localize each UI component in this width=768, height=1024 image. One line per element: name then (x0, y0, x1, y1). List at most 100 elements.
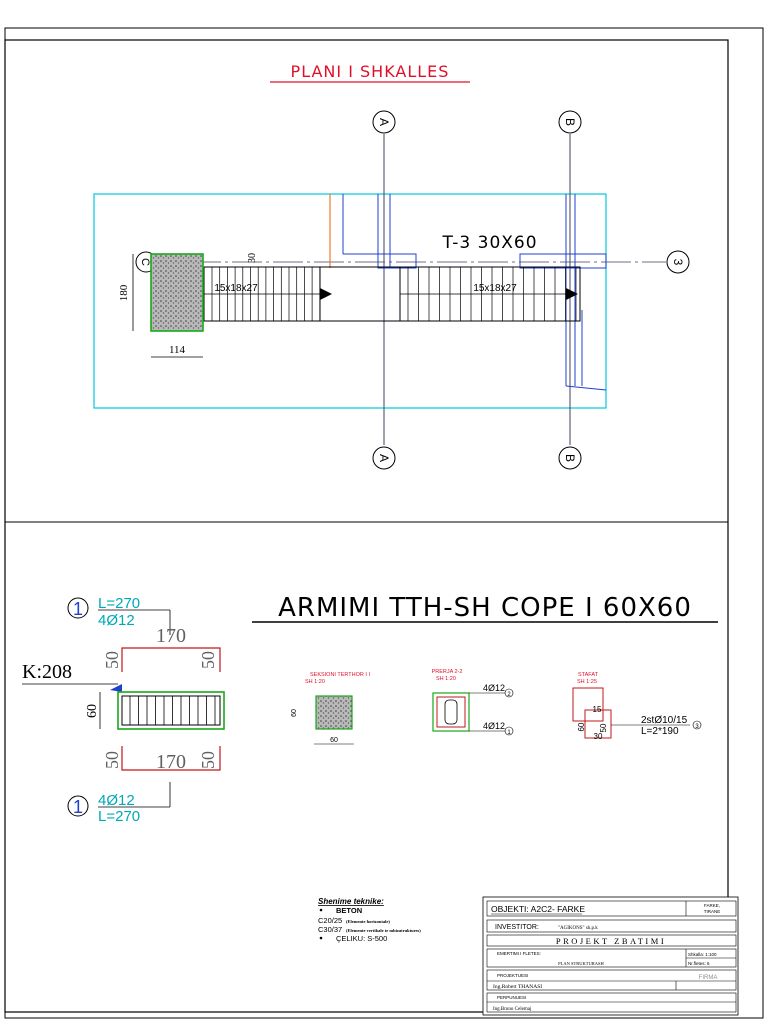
sec1-title: SEKSIONI TERTHOR I I (310, 672, 370, 678)
stair-right-label: 15x18x27 (473, 283, 517, 294)
stair-left-label: 15x18x27 (214, 283, 258, 294)
sec2-scale: SH 1:20 (436, 676, 456, 682)
sec2-bar-top: 4Ø12 (483, 683, 505, 693)
beam-stirrups (129, 696, 216, 725)
beam-elevation (117, 691, 225, 730)
tb-row-investitor (486, 919, 737, 933)
dim-114: 114 (169, 344, 186, 356)
top-bar-length: L=270 (98, 595, 140, 612)
sec2-box (432, 692, 470, 732)
bottom-span: 170 (156, 751, 186, 773)
sec3-dim-50: 50 (599, 723, 608, 732)
axis-c-label: C (139, 258, 151, 266)
sec2-bars (444, 699, 458, 725)
notes-c20: C20/25 (318, 916, 342, 925)
tb-firma: FIRMA (699, 975, 718, 981)
hatched-column (150, 253, 204, 332)
notes-c30: C30/37 (318, 925, 342, 934)
top-bar-marker (67, 597, 89, 619)
tb-emertimi: EMERTIMI I FLETES: (497, 951, 541, 956)
axis-a-top-label: A (377, 118, 391, 126)
sec1-dim-v: 60 (291, 709, 298, 717)
bottom-leg-left: 50 (102, 751, 122, 769)
level-marker (110, 684, 122, 692)
axis-a-top-bubble (372, 110, 396, 134)
tb-perpunuesi: PERPUNUESI (497, 995, 526, 1000)
tb-tirane: TIRANE (704, 909, 721, 914)
plan-slab-outline (93, 193, 607, 409)
notes-c30-note: (Elemente vertikale te mbizatruktures) (346, 928, 421, 933)
stirrup-length: L=2*190 (641, 726, 679, 737)
bottom-bar-marker (67, 795, 89, 817)
tb-farke: FARKE, (704, 903, 720, 908)
tb-row-perpunuesi (486, 992, 737, 1013)
sec1-scale: SH 1:20 (305, 679, 325, 685)
axis-b-bottom-bubble (558, 446, 582, 470)
side-dim: 60 (85, 704, 100, 718)
wall-line (565, 385, 607, 391)
bottom-bar-shape (121, 746, 221, 771)
axis-a-bottom-bubble (372, 446, 396, 470)
top-bar-marker-number: 1 (73, 599, 83, 619)
tb-investitor-value: "AGIKONS" sh.p.k (558, 926, 598, 931)
dim-180: 180 (118, 284, 130, 301)
tb-ing1: Ing.Robert THANASI (493, 984, 542, 990)
tb-projektuesi: PROJEKTUESI (497, 973, 528, 978)
bottom-bar-length: L=270 (98, 808, 140, 825)
axis-a-bottom-label: A (377, 454, 391, 462)
axis-b-top-label: B (563, 118, 577, 126)
tb-row-projekt (486, 934, 737, 947)
notes-beton: BETON (336, 906, 362, 915)
tb-projekt: PROJEKT ZBATIMI (556, 936, 666, 946)
stirrup-mark: 3 (695, 724, 699, 730)
sec2-title: PRERJA 2-2 (432, 669, 463, 675)
top-leg-left: 50 (102, 651, 122, 669)
top-bar-count: 4Ø12 (98, 612, 135, 629)
notes-bullet (319, 908, 323, 912)
beam-label: T-3 30X60 (441, 233, 537, 253)
stirrup-mark-bubble (692, 720, 702, 730)
sec2-mark-top-bubble (504, 688, 514, 698)
stirrup-spec: 2stØ10/15 (641, 715, 688, 726)
axis-3-bubble (666, 250, 690, 274)
sec2-stirrup (436, 696, 466, 728)
sec2-mark-top: 2 (507, 692, 511, 698)
sec1-dim-h: 60 (330, 737, 338, 744)
sec3-scale: SH 1:25 (577, 679, 597, 685)
stair-arrow-right (566, 288, 578, 300)
sec2-bar-bottom: 4Ø12 (483, 721, 505, 731)
tb-nr-fletes: Nr.fletes: 6 (688, 961, 710, 966)
beam-title: ARMIMI TTH-SH COPE I 60X60 (278, 593, 692, 623)
notes-c20-note: (Elemente horizontale) (346, 919, 390, 924)
top-leg-right: 50 (198, 651, 218, 669)
tb-objekti: OBJEKTI: A2C2- FARKE (491, 904, 585, 914)
bottom-bar-marker-number: 1 (73, 797, 83, 817)
beam-outline (519, 253, 607, 269)
plan-title: PLANI I SHKALLES (291, 62, 450, 81)
stair-arrow-left (320, 288, 332, 300)
notes-celiku: ÇELIKU: S-500 (336, 934, 387, 943)
beam-cage (121, 695, 221, 726)
sec2-mark-bottom: 1 (507, 730, 511, 736)
bottom-leg-right: 50 (198, 751, 218, 769)
tb-row-objekti (486, 900, 737, 917)
sec3-title: STAFAT (578, 672, 599, 678)
sec3-stirrup-outer (572, 687, 604, 722)
bottom-bar-count: 4Ø12 (98, 792, 135, 809)
tb-ing2: Ing.Bruno Celemaj (493, 1007, 531, 1012)
axis-b-top-bubble (558, 110, 582, 134)
tb-investitor-label: INVESTITOR: (495, 924, 539, 931)
sec3-dim-15: 15 (593, 705, 602, 714)
level-label: K:208 (22, 661, 72, 683)
top-span: 170 (156, 625, 186, 647)
sec1-box (315, 695, 353, 730)
sec3-dim-60: 60 (577, 722, 586, 731)
notes-bullet (319, 936, 323, 940)
tb-plan: PLAN STRUKTURASH (558, 961, 604, 966)
dim-30: 30 (247, 253, 258, 263)
title-block (482, 896, 739, 1016)
axis-b-bottom-label: B (563, 454, 577, 462)
sheet-inner-border (4, 39, 729, 1013)
sec3-stirrup-inner (584, 709, 612, 739)
